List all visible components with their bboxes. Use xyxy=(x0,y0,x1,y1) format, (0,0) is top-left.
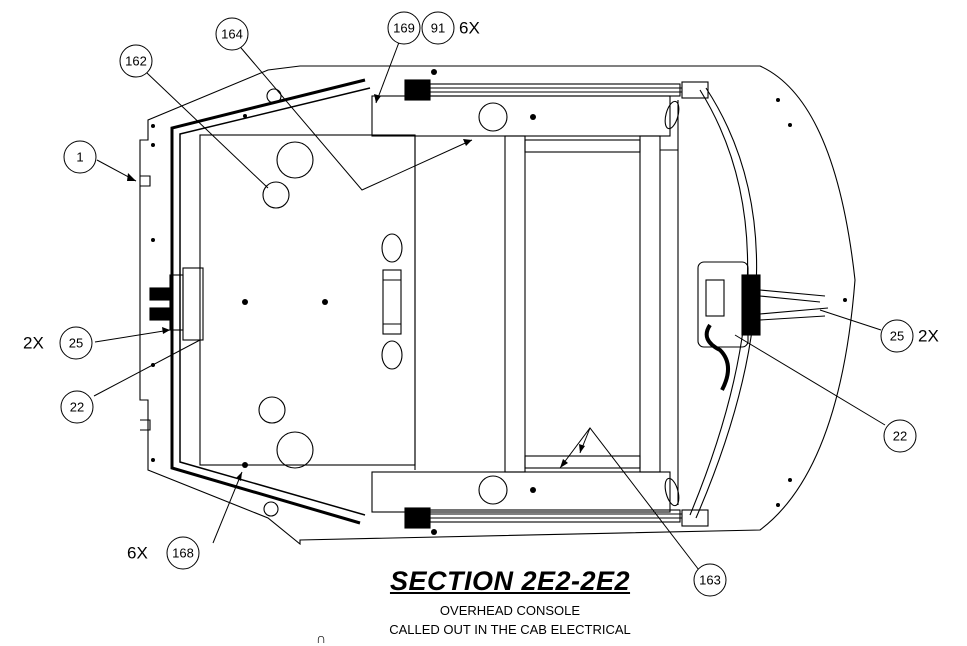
callout-25-right: 25 xyxy=(880,319,914,353)
callout-168-multiplier: 6X xyxy=(127,544,148,563)
callout-169-label: 169 xyxy=(393,21,415,36)
fastener-dots xyxy=(151,69,847,535)
callout-168-label: 168 xyxy=(172,546,194,561)
callout-91-label: 91 xyxy=(431,21,445,36)
stray-mark: ∩ xyxy=(316,630,327,646)
section-title: SECTION 2E2-2E2 xyxy=(389,566,631,596)
leader-lines xyxy=(93,36,886,575)
callout-25-left-multiplier: 2X xyxy=(23,334,44,353)
callout-168: 168 xyxy=(166,536,200,570)
callout-22-right-label: 22 xyxy=(893,429,907,444)
callout-164-label: 164 xyxy=(221,27,243,42)
callout-22-left: 22 xyxy=(60,390,94,424)
callout-25-left-label: 25 xyxy=(69,336,83,351)
console-outline xyxy=(139,65,856,546)
callout-1-label: 1 xyxy=(76,150,83,165)
callout-162-label: 162 xyxy=(125,54,147,69)
callout-22-left-label: 22 xyxy=(70,400,84,415)
callout-25-right-label: 25 xyxy=(890,329,904,344)
callout-162: 162 xyxy=(119,44,153,78)
leader-arrowheads xyxy=(127,94,585,481)
callout-22-right: 22 xyxy=(883,419,917,453)
callout-164: 164 xyxy=(215,17,249,51)
callout-1: 1 xyxy=(63,140,97,174)
callout-163-label: 163 xyxy=(699,573,721,588)
callout-25-left: 25 xyxy=(59,326,93,360)
callout-91-multiplier: 6X xyxy=(459,19,480,38)
section-subtitle: OVERHEAD CONSOLE xyxy=(439,603,581,618)
callout-25-right-multiplier: 2X xyxy=(918,327,939,346)
callout-91: 91 xyxy=(421,11,455,45)
callout-169: 169 xyxy=(387,11,421,45)
section-note: CALLED OUT IN THE CAB ELECTRICAL xyxy=(389,622,631,637)
callout-163: 163 xyxy=(693,563,727,597)
